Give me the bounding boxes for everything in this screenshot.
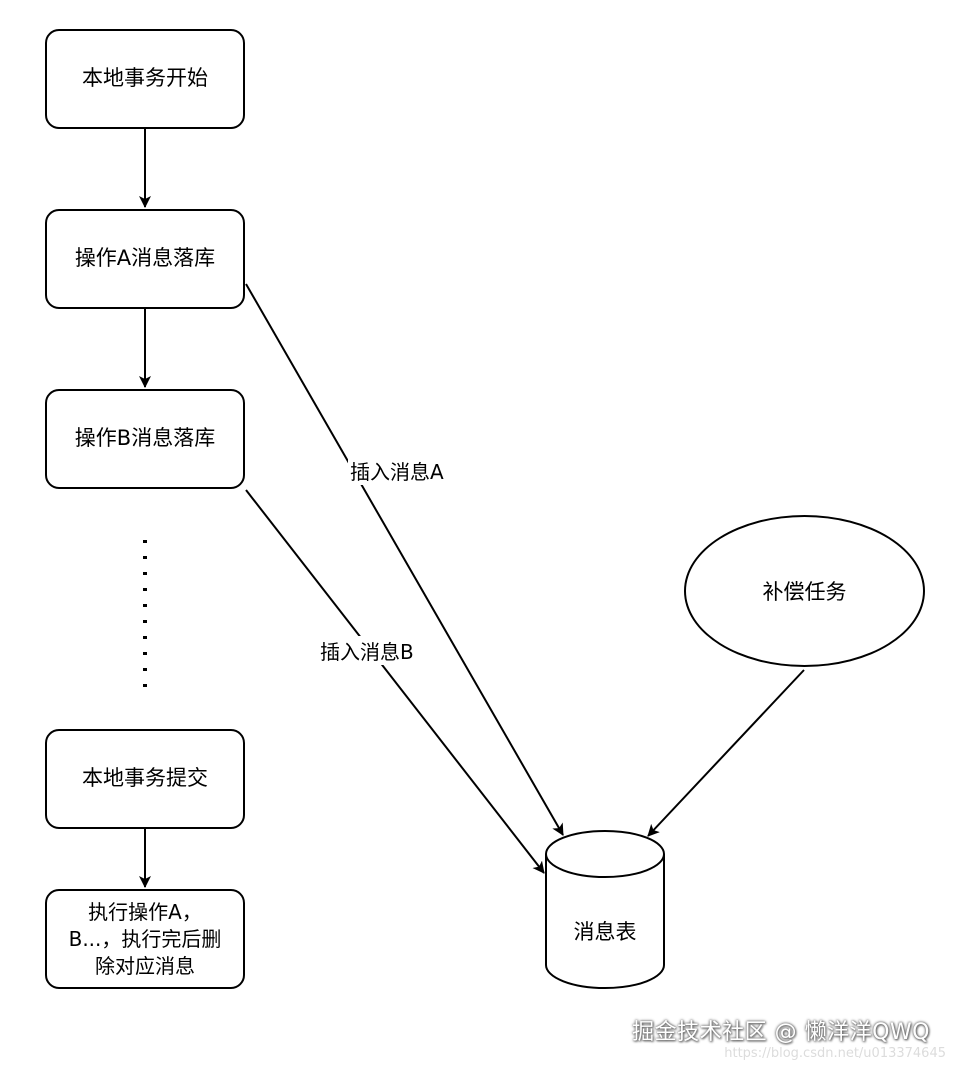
arrow-insert-a	[245, 283, 564, 836]
node-local-transaction-commit: 本地事务提交	[45, 729, 245, 829]
watermark-url: https://blog.csdn.net/u013374645	[724, 1046, 946, 1061]
node-op-a-persist: 操作A消息落库	[45, 209, 245, 309]
edge-label-insert-a: 插入消息A	[348, 456, 446, 485]
node-compensation-task: 补偿任务	[684, 515, 925, 667]
arrow-compensate	[647, 669, 805, 837]
edge-label-insert-b: 插入消息B	[318, 636, 416, 665]
watermark-text: 掘金技术社区 @ 懒洋洋QWQ	[632, 1020, 930, 1045]
node-op-b-persist: 操作B消息落库	[45, 389, 245, 489]
node-message-table-label: 消息表	[573, 920, 637, 944]
node-execute-and-delete: 执行操作A， B...，执行完后删 除对应消息	[45, 889, 245, 989]
message-table-cylinder	[545, 830, 665, 989]
node-local-transaction-start: 本地事务开始	[45, 29, 245, 129]
arrow-insert-b	[245, 489, 545, 874]
